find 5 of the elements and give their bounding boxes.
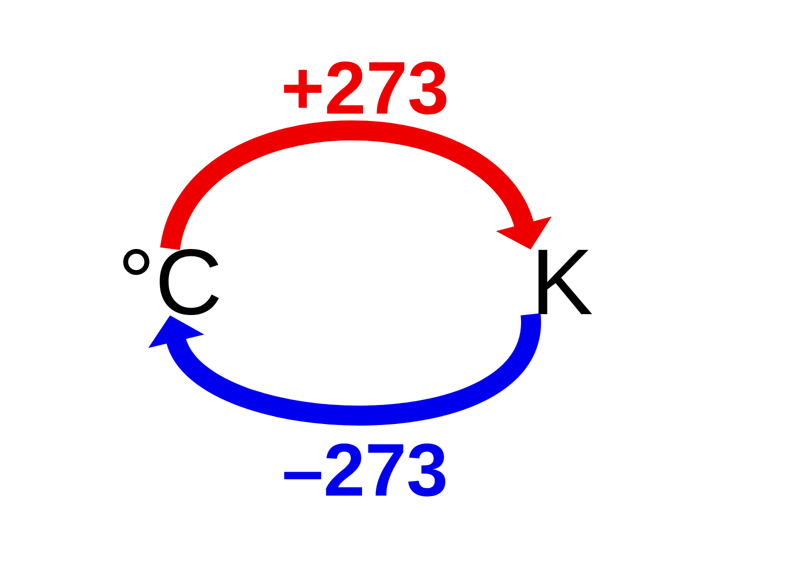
edge-label: +273 <box>284 62 446 114</box>
unit-label: K <box>538 250 592 314</box>
curved-arrow <box>160 120 552 252</box>
unit-label: °C <box>123 248 219 316</box>
edge-label: –273 <box>284 444 446 496</box>
